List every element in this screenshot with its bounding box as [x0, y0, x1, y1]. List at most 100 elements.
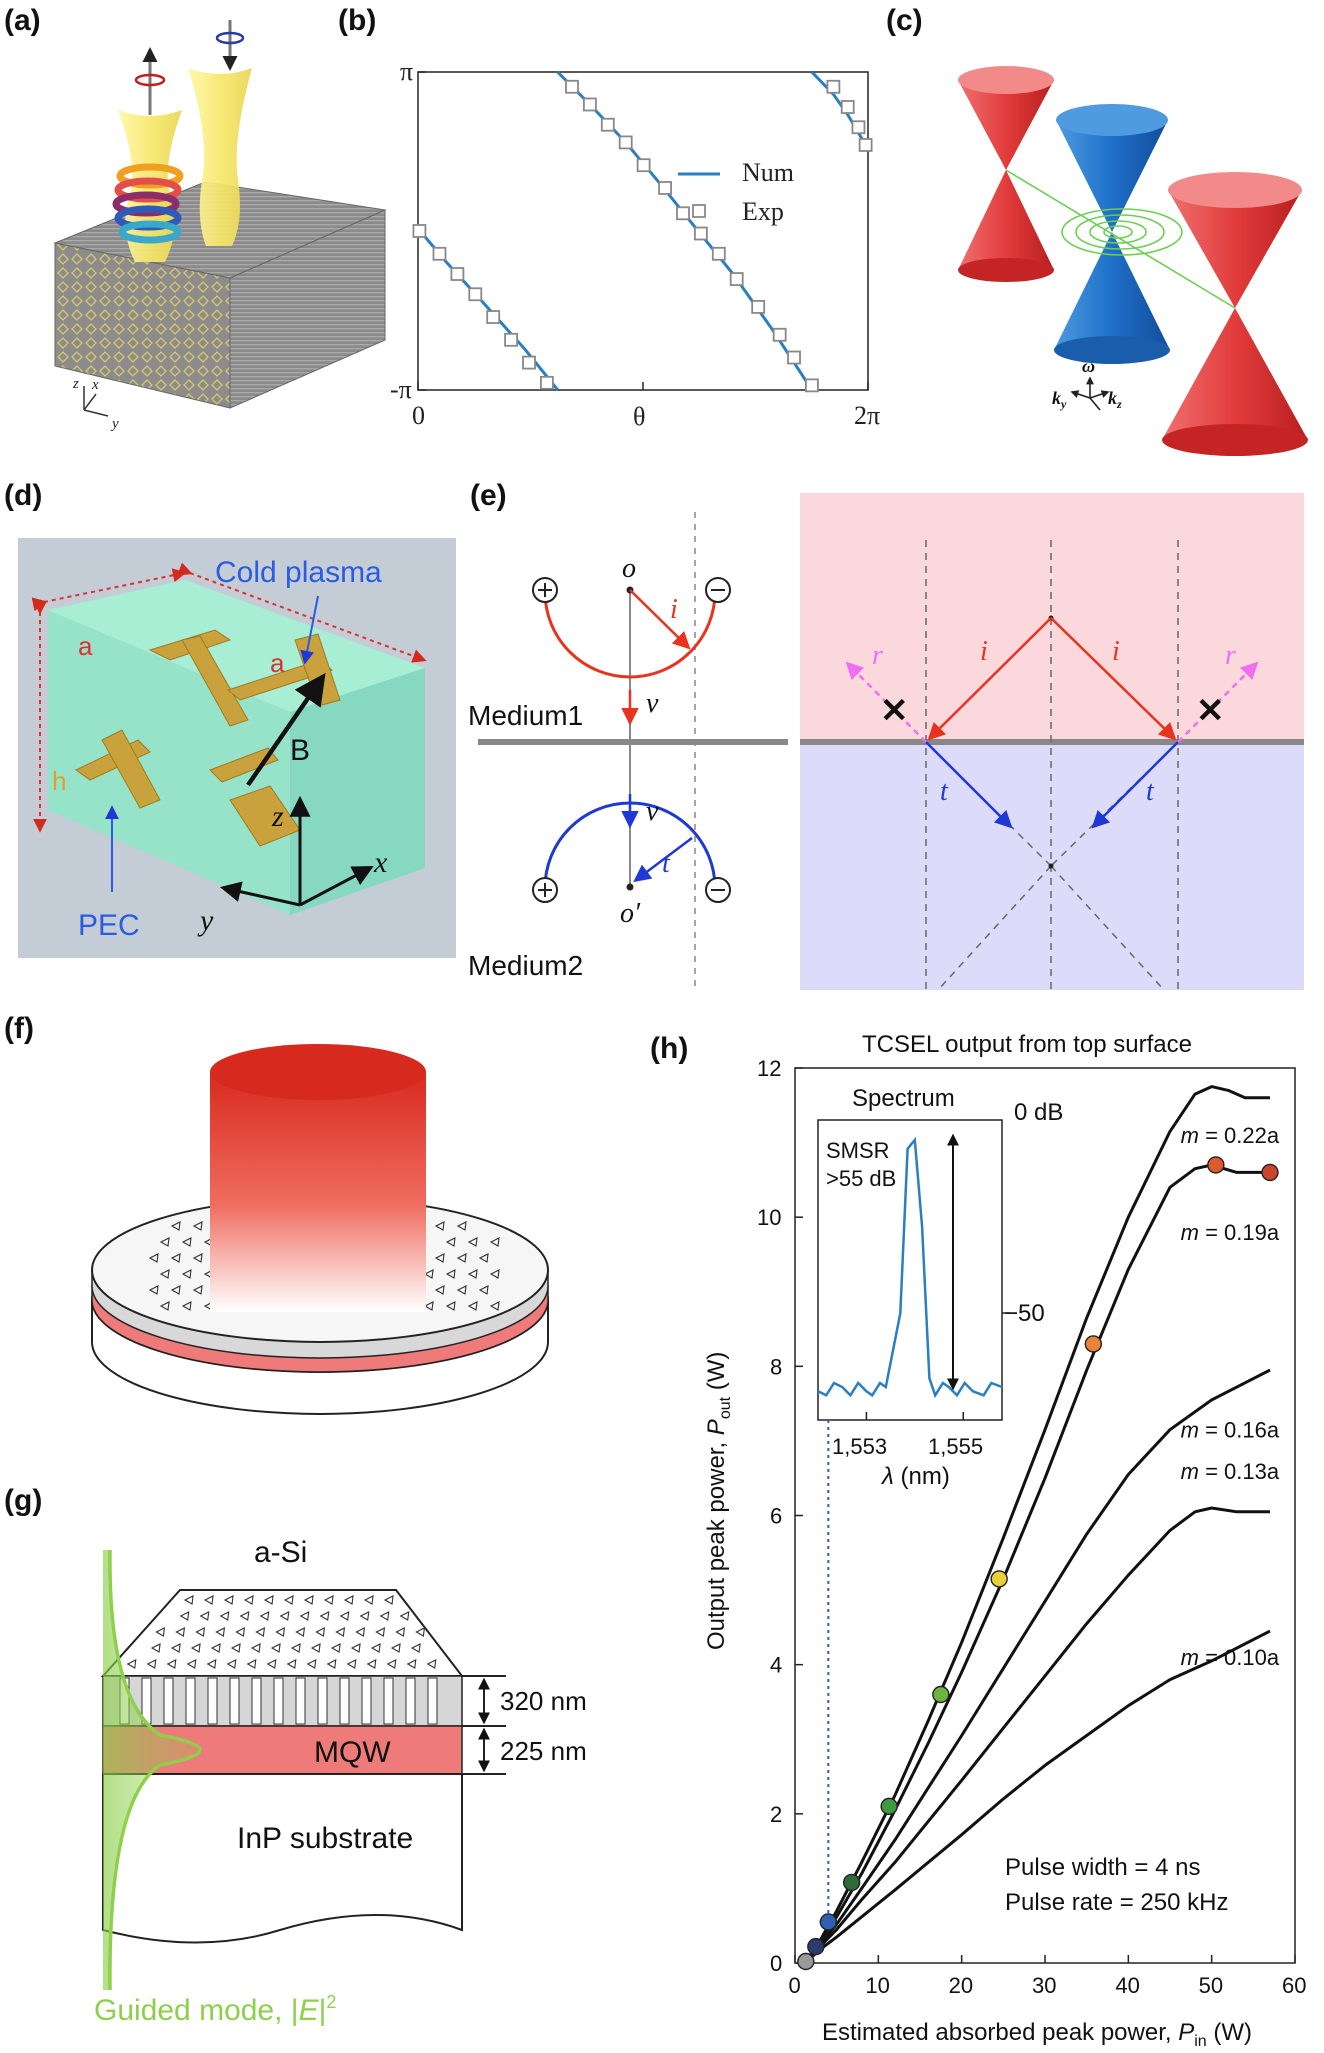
laser-beam-top [210, 1044, 426, 1100]
e-plus-top [532, 577, 558, 603]
panel-g: (g) a-Si MQW InP substrate 320 nm 225 nm… [4, 1484, 587, 2027]
e-reflected-arrow-2 [1177, 661, 1259, 743]
data-marker [1084, 1335, 1103, 1353]
series-label: m = 0.19a [1181, 1220, 1280, 1245]
e-label-t-right-2: t [1146, 776, 1155, 807]
exp-data-point [486, 310, 501, 324]
plot-h-xtick: 10 [865, 1973, 889, 1998]
data-marker [932, 1685, 950, 1704]
inp-substrate [102, 1773, 463, 1944]
data-marker [797, 1952, 815, 1971]
inset-xtick-1555: 1,555 [928, 1434, 983, 1459]
plot-h-xtick: 60 [1282, 1973, 1306, 1998]
dim-a-left-label: a [78, 631, 93, 661]
pulse-width-label: Pulse width = 4 ns [1005, 1854, 1200, 1881]
data-marker [842, 1873, 861, 1892]
exp-data-point [618, 135, 633, 150]
exp-data-point [412, 224, 427, 238]
legend-exp-label: Exp [742, 197, 784, 226]
axis-x-label: x [91, 377, 99, 393]
mqw-label: MQW [314, 1736, 391, 1769]
asi-air-gap [383, 1677, 394, 1725]
e-label-i-left: i [670, 594, 678, 625]
asi-air-gap [295, 1677, 306, 1725]
plasma-cube-front [48, 610, 290, 915]
pec-label: PEC [78, 909, 140, 942]
e-incident-arrow-right-2 [1050, 617, 1177, 741]
exp-data-point [450, 267, 465, 281]
exp-data-point [565, 79, 579, 94]
plot-b-data [412, 71, 873, 393]
exp-data-point [711, 246, 726, 261]
axis-triad-c: ω ky kz [1052, 356, 1122, 411]
axis-y-label: y [110, 416, 119, 432]
smsr-value: >55 dB [826, 1166, 896, 1191]
plot-h-ytick: 12 [757, 1056, 781, 1081]
exp-data-point [858, 138, 873, 152]
asi-pillars [119, 1677, 438, 1725]
e-label-o-prime: o′ [620, 898, 641, 929]
plot-b-ytick: π [400, 57, 413, 86]
plot-b-xlabel: θ [633, 402, 645, 431]
plot-b-ticks: 0 2π π -π [390, 57, 880, 430]
panel-e-label: (e) [470, 479, 507, 512]
e-point-o-prime [626, 883, 634, 891]
dim-a-right-label: a [270, 648, 285, 678]
asi-air-gap [163, 1677, 174, 1725]
e-plus-bottom [532, 877, 558, 903]
plot-h-xlabel: Estimated absorbed peak power, Pin (W) [822, 2019, 1252, 2050]
inset-frame [817, 1119, 1003, 1421]
thickness-225-label: 225 nm [500, 1736, 587, 1766]
exp-data-point [636, 158, 651, 173]
axis-omega-label: ω [1082, 356, 1095, 376]
panel-f-label: (f) [4, 1012, 34, 1045]
plot-h-ylabel: Output peak power, Pout (W) [703, 1352, 734, 1650]
e-label-t-right-1: t [940, 776, 949, 807]
plot-h-ytick: 10 [757, 1205, 781, 1230]
panel-b-label: (b) [338, 4, 376, 37]
e-incident-arrow-right-1 [927, 617, 1052, 741]
panel-b: (b) 0 2π π -π θ Num Exp [338, 4, 880, 431]
exp-data-point [600, 117, 615, 132]
b-field-arrow [246, 672, 326, 787]
plot-h-xtick: 0 [789, 1973, 801, 1998]
metamaterial-block-side [229, 209, 386, 409]
panel-c-label: (c) [886, 4, 923, 37]
plot-h-xtick: 20 [949, 1973, 973, 1998]
smsr-label: SMSR [826, 1138, 890, 1163]
data-marker [880, 1797, 898, 1816]
cold-plasma-arrow [300, 595, 319, 665]
exp-data-point [772, 327, 787, 342]
axis-d-x-label: x [373, 846, 388, 879]
plot-b-ytick: -π [390, 375, 412, 404]
axis-triad-a: z x y [72, 376, 119, 432]
axis-ky-label: ky [1052, 388, 1067, 411]
data-marker [990, 1570, 1008, 1588]
plot-h-ytick: 4 [770, 1653, 782, 1678]
axis-d-y-label: y [197, 904, 214, 937]
inset-right-label-50: −50 [1004, 1300, 1045, 1327]
e-label-r-2: r [1225, 640, 1236, 671]
exp-data-point [805, 378, 819, 393]
substrate-label: InP substrate [237, 1822, 413, 1855]
legend-exp-swatch [692, 204, 706, 218]
plot-h-ytick: 2 [770, 1802, 782, 1827]
plot-b-xtick: 0 [412, 401, 425, 430]
panel-f: (f) [4, 1012, 549, 1415]
e-label-v2: v [646, 796, 659, 827]
exp-data-point [676, 206, 690, 221]
plot-b-xtick: 2π [854, 401, 880, 430]
inset-right-label-0db: 0 dB [1014, 1099, 1063, 1126]
pulse-rate-label: Pulse rate = 250 kHz [1005, 1889, 1228, 1916]
guided-mode-curve [108, 1549, 202, 1991]
exp-data-point [504, 332, 519, 347]
inset-title: Spectrum [852, 1085, 955, 1112]
exp-data-point [658, 181, 672, 195]
exp-data-point [826, 79, 841, 94]
legend-num-label: Num [742, 158, 794, 187]
spectrum-inset: Spectrum SMSR >55 dB 0 dB −50 1,553 1,55… [817, 1085, 1063, 1919]
inset-ticks [865, 1412, 965, 1420]
e-label-o: o [622, 553, 636, 584]
asi-label: a-Si [254, 1536, 307, 1569]
asi-air-gap [229, 1677, 240, 1725]
